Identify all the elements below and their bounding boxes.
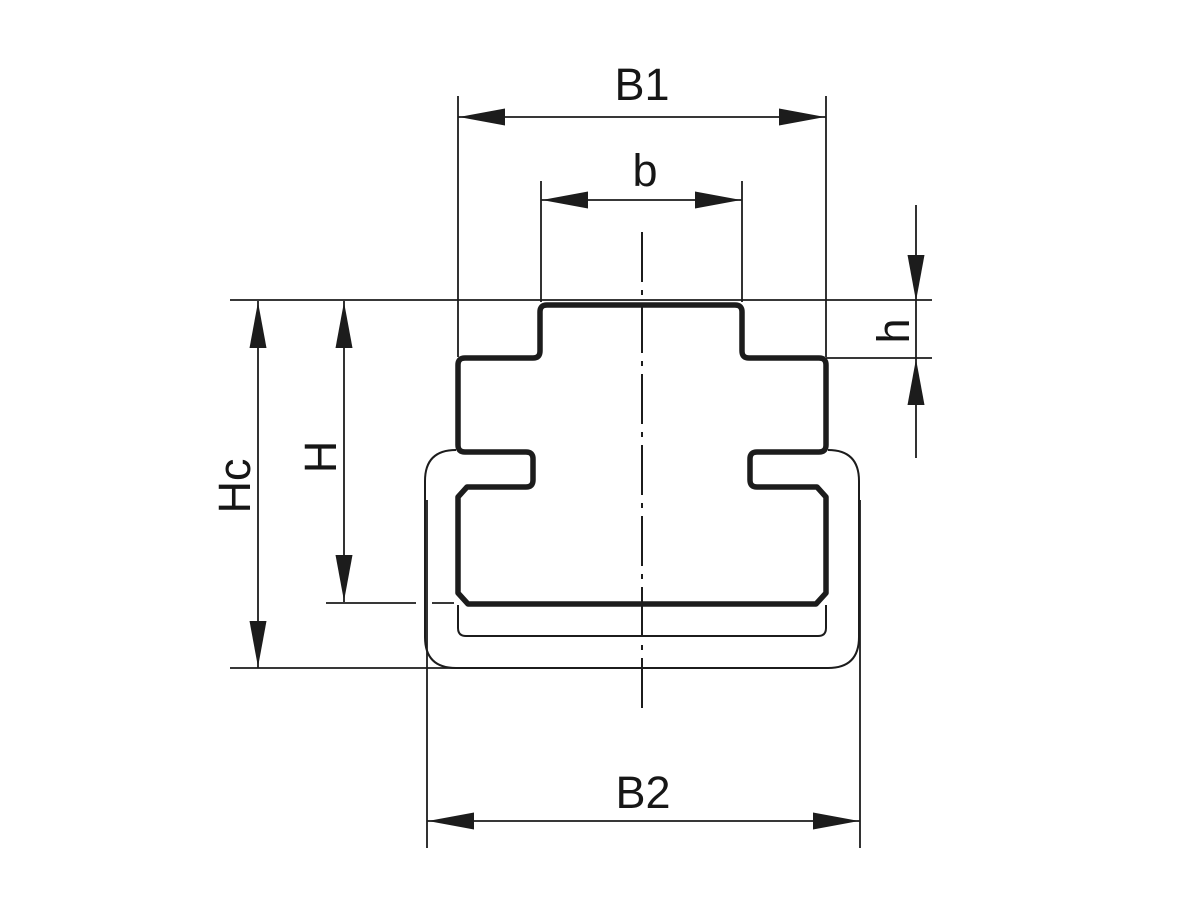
dimension-b1: B1 bbox=[458, 59, 826, 126]
b1-right-arrowhead bbox=[779, 108, 825, 126]
b1-left-arrowhead bbox=[459, 108, 505, 126]
hc-label: Hc bbox=[209, 459, 260, 514]
dimension-h-cap: H bbox=[295, 301, 353, 602]
hc-bottom-arrowhead bbox=[249, 621, 267, 667]
b-left-arrowhead bbox=[542, 191, 588, 209]
dimension-b2: B2 bbox=[427, 767, 860, 830]
b-right-arrowhead bbox=[695, 191, 741, 209]
h-cap-label: H bbox=[295, 441, 346, 474]
h-bottom-arrowhead bbox=[907, 359, 925, 405]
h-label: h bbox=[868, 318, 919, 343]
b2-left-arrowhead bbox=[428, 812, 474, 830]
b-label: b bbox=[632, 145, 657, 196]
profile-contour bbox=[455, 302, 829, 607]
plastic-profile-outline bbox=[455, 302, 829, 607]
dimension-h: h bbox=[868, 205, 925, 458]
dimension-b: b bbox=[541, 145, 742, 209]
dimension-hc: Hc bbox=[209, 301, 267, 668]
b2-label: B2 bbox=[615, 767, 670, 818]
extension-lines bbox=[230, 96, 932, 848]
hc-top-arrowhead bbox=[249, 302, 267, 348]
h-cap-bottom-arrowhead bbox=[335, 555, 353, 601]
b1-label: B1 bbox=[614, 59, 669, 110]
h-cap-top-arrowhead bbox=[335, 302, 353, 348]
b2-right-arrowhead bbox=[813, 812, 859, 830]
h-top-arrowhead bbox=[907, 255, 925, 301]
